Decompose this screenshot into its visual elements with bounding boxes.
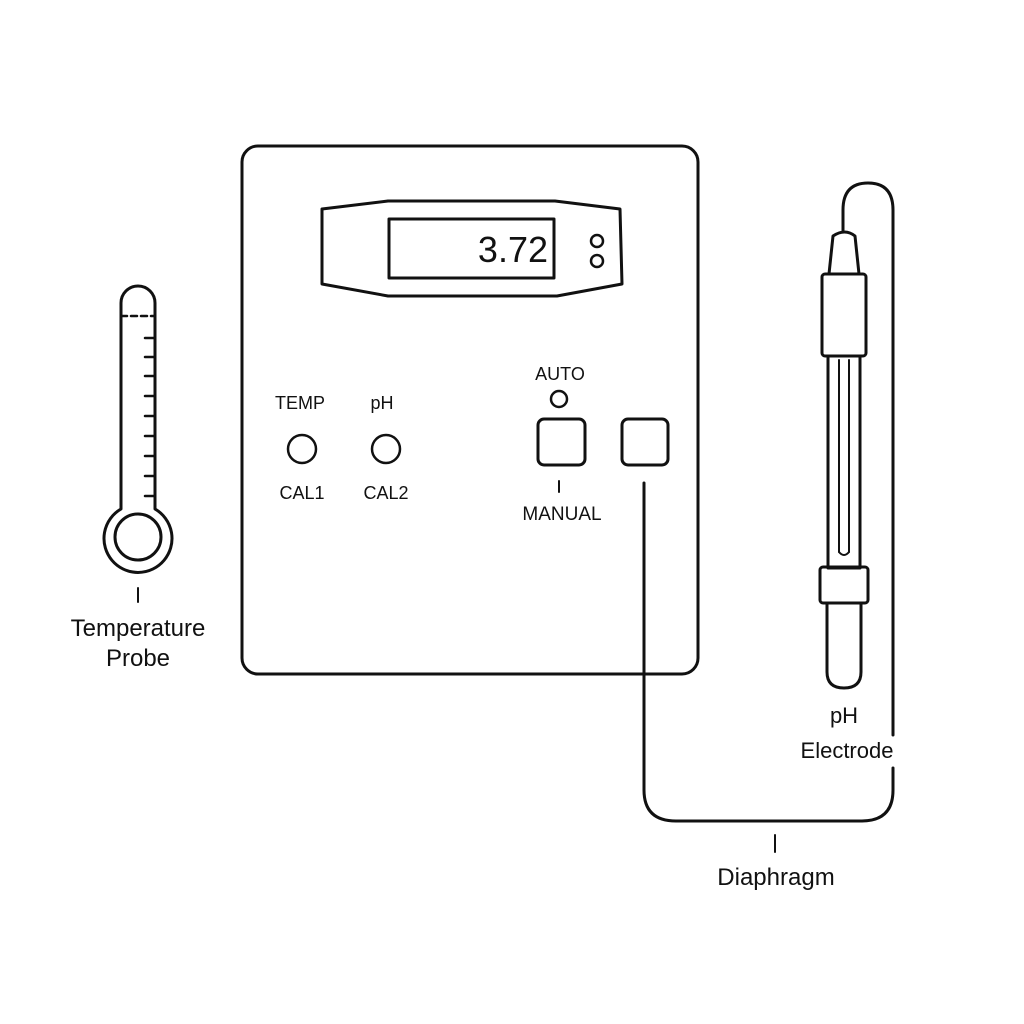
auto-indicator-led	[549, 389, 569, 409]
ph-electrode-label-line1: pH	[830, 703, 858, 728]
temperature-probe-label-line1: Temperature	[71, 615, 206, 642]
ph-electrode-cap	[820, 272, 868, 358]
cal1-label: CAL1	[279, 483, 324, 503]
display-indicator-top	[589, 233, 605, 249]
diaphragm-label: Diaphragm	[717, 864, 834, 891]
display-reading: 3.72	[478, 229, 548, 270]
cal2-knob[interactable]	[370, 433, 402, 465]
ph-electrode-bulb	[825, 601, 863, 690]
cal1-knob[interactable]	[286, 433, 318, 465]
ph-electrode-collar	[818, 565, 870, 605]
display-indicator-bottom	[589, 253, 605, 269]
auto-manual-button[interactable]	[536, 417, 587, 467]
ph-electrode-label-line2: Electrode	[801, 738, 894, 763]
auto-label: AUTO	[535, 364, 585, 384]
temperature-probe	[102, 284, 174, 574]
electrode-cable-lower	[642, 481, 895, 823]
temperature-probe-label-line2: Probe	[106, 645, 170, 672]
ph-electrode-shaft	[826, 354, 862, 570]
display-bezel	[320, 199, 624, 298]
thermometer-scale	[119, 314, 157, 498]
electrode-connector-button[interactable]	[620, 417, 670, 467]
ph-electrode	[818, 230, 870, 690]
temperature-probe-bulb	[113, 512, 163, 562]
ph-electrode-tip	[827, 230, 861, 276]
electrode-cable	[841, 181, 895, 737]
display-screen	[387, 217, 556, 280]
meter-housing	[240, 144, 700, 676]
ph-label: pH	[370, 393, 393, 413]
temp-label: TEMP	[275, 393, 325, 413]
cal2-label: CAL2	[363, 483, 408, 503]
manual-label: MANUAL	[522, 504, 601, 525]
